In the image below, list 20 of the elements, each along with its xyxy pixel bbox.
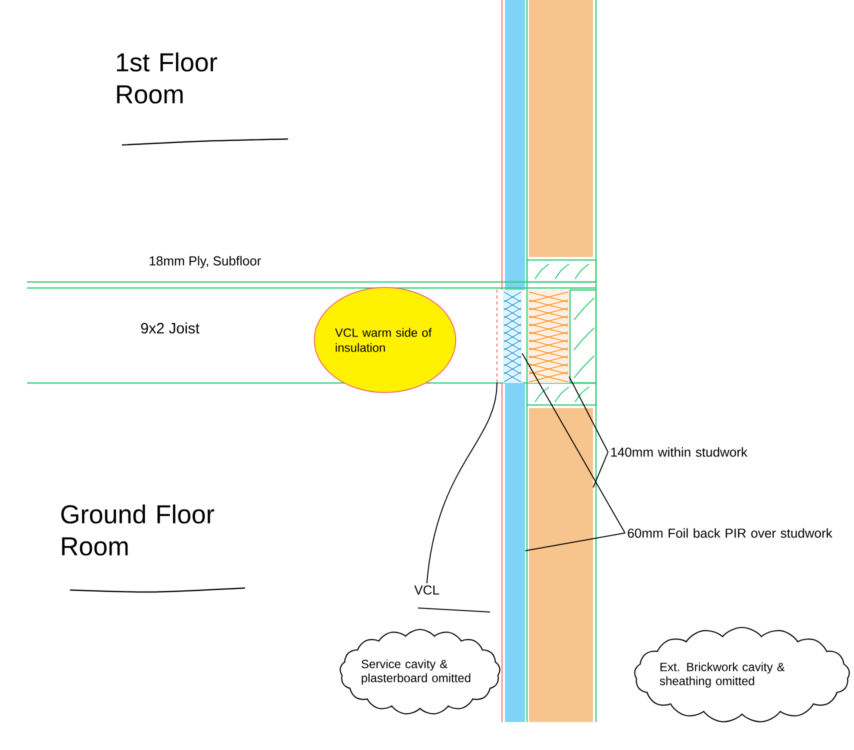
- hatched-area: [528, 290, 569, 383]
- cloud-note: Service cavity & plasterboard omitted: [340, 628, 500, 714]
- room-label: Ground Floor Room: [61, 504, 214, 556]
- cloud-note: Ext. Brickwork cavity & sheathing omitted: [634, 626, 850, 722]
- leader-line: [592, 452, 608, 488]
- dashed-line: [496, 289, 498, 383]
- leader-line: [568, 376, 608, 452]
- leader-line: [522, 352, 626, 534]
- leader-line: [426, 382, 498, 584]
- callout-text: 140mm within studwork: [611, 447, 748, 457]
- callout-text: VCL: [414, 585, 440, 595]
- leader-line: [524, 532, 626, 552]
- insulation-band: [529, 408, 593, 722]
- hatched-area: [503, 290, 522, 383]
- room-label: 9x2 Joist: [141, 322, 200, 334]
- room-label: 18mm Ply, Subfloor: [150, 256, 261, 268]
- callout-text: 60mm Foil back PIR over studwork: [628, 528, 832, 538]
- insulation-band: [505, 383, 525, 722]
- room-label: 1st Floor Room: [116, 52, 218, 104]
- highlight-blob: VCL warm side of insulation: [314, 287, 456, 393]
